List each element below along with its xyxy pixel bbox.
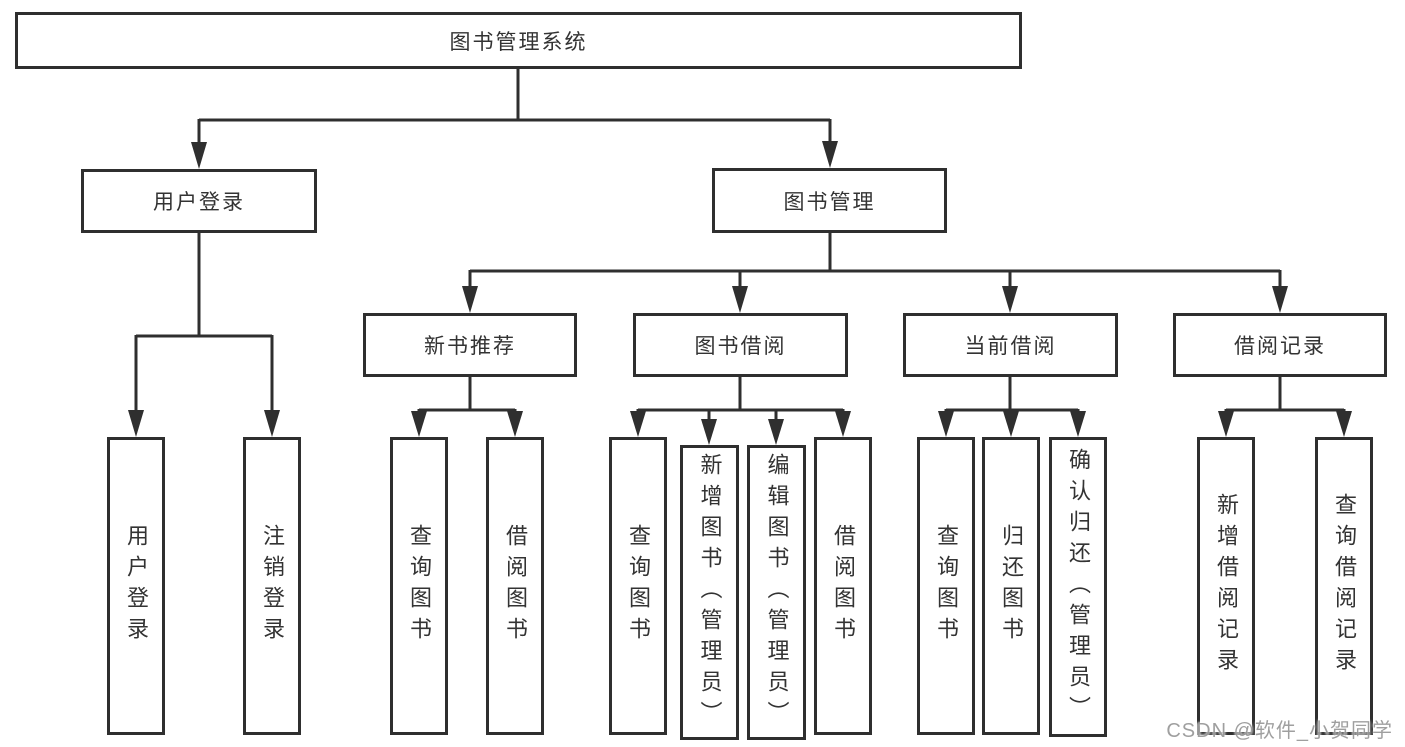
arrow-down-icon	[1272, 286, 1288, 313]
leaf-user-login: 用户登录	[107, 437, 165, 735]
arrow-down-icon	[630, 411, 646, 437]
arrow-down-icon	[264, 410, 280, 437]
node-label: 图书管理系统	[449, 30, 588, 54]
node-label: 查询图书	[407, 524, 432, 648]
arrow-down-icon	[128, 410, 144, 437]
node-book-borrowing: 图书借阅	[633, 313, 848, 377]
node-library-management-system: 图书管理系统	[15, 12, 1022, 69]
leaf-logout: 注销登录	[243, 437, 301, 735]
leaf-add-book-admin: 新增图书（管理员）	[680, 445, 739, 740]
leaf-query-books-recommend: 查询图书	[390, 437, 448, 735]
arrow-down-icon	[732, 286, 748, 313]
node-label: 查询借阅记录	[1332, 493, 1357, 679]
arrow-down-icon	[191, 142, 207, 169]
node-label: 确认归还（管理员）	[1066, 447, 1091, 727]
node-label: 借阅记录	[1234, 335, 1326, 358]
node-label: 当前借阅	[964, 335, 1057, 358]
arrow-down-icon	[462, 286, 478, 313]
node-label: 查询图书	[626, 524, 651, 648]
connector-borrow-record-leaves	[1224, 377, 1346, 412]
node-book-management: 图书管理	[712, 168, 947, 233]
connector-root-level2	[197, 68, 832, 142]
node-label: 用户登录	[153, 191, 245, 214]
arrow-down-icon	[938, 411, 954, 437]
leaf-edit-book-admin: 编辑图书（管理员）	[747, 445, 806, 740]
leaf-confirm-return-admin: 确认归还（管理员）	[1049, 437, 1107, 737]
arrow-down-icon	[1070, 411, 1086, 437]
node-new-book-recommend: 新书推荐	[363, 313, 577, 377]
connector-new-book-leaves	[417, 377, 517, 412]
leaf-borrow-books-borrowing: 借阅图书	[814, 437, 872, 735]
arrow-down-icon	[768, 419, 784, 445]
node-label: 注销登录	[260, 524, 285, 648]
node-label: 图书管理	[783, 190, 876, 214]
leaf-query-borrow-record: 查询借阅记录	[1315, 437, 1373, 735]
leaf-return-book: 归还图书	[982, 437, 1040, 735]
watermark: CSDN @软件_小贺同学	[1166, 720, 1393, 742]
node-borrowing-records: 借阅记录	[1173, 313, 1387, 377]
leaf-query-books-borrowing: 查询图书	[609, 437, 667, 735]
arrow-down-icon	[1003, 411, 1019, 437]
connector-current-borrow-leaves	[944, 377, 1080, 412]
node-label: 归还图书	[999, 524, 1024, 648]
arrow-down-icon	[1336, 411, 1352, 437]
node-label: 编辑图书（管理员）	[764, 453, 790, 732]
node-current-borrowing: 当前借阅	[903, 313, 1118, 377]
leaf-query-books-current: 查询图书	[917, 437, 975, 735]
arrowheads	[128, 141, 1352, 445]
node-label: 查询图书	[934, 524, 959, 648]
connector-user-login-leaves	[134, 233, 274, 410]
arrow-down-icon	[835, 411, 851, 437]
arrow-down-icon	[411, 411, 427, 437]
node-label: 借阅图书	[831, 524, 856, 648]
node-label: 新增图书（管理员）	[697, 453, 723, 732]
node-user-login-branch: 用户登录	[81, 169, 317, 233]
node-label: 用户登录	[124, 524, 149, 648]
leaf-add-borrow-record: 新增借阅记录	[1197, 437, 1255, 735]
arrow-down-icon	[701, 419, 717, 445]
node-label: 借阅图书	[503, 524, 528, 648]
connector-book-borrow-leaves	[636, 377, 845, 419]
arrow-down-icon	[1218, 411, 1234, 437]
node-label: 新书推荐	[424, 335, 516, 358]
connector-book-mgmt-level3	[468, 233, 1282, 286]
arrow-down-icon	[507, 411, 523, 437]
arrow-down-icon	[1002, 286, 1018, 313]
node-label: 图书借阅	[694, 335, 787, 358]
arrow-down-icon	[822, 141, 838, 168]
node-label: 新增借阅记录	[1214, 493, 1239, 679]
leaf-borrow-books-recommend: 借阅图书	[486, 437, 544, 735]
